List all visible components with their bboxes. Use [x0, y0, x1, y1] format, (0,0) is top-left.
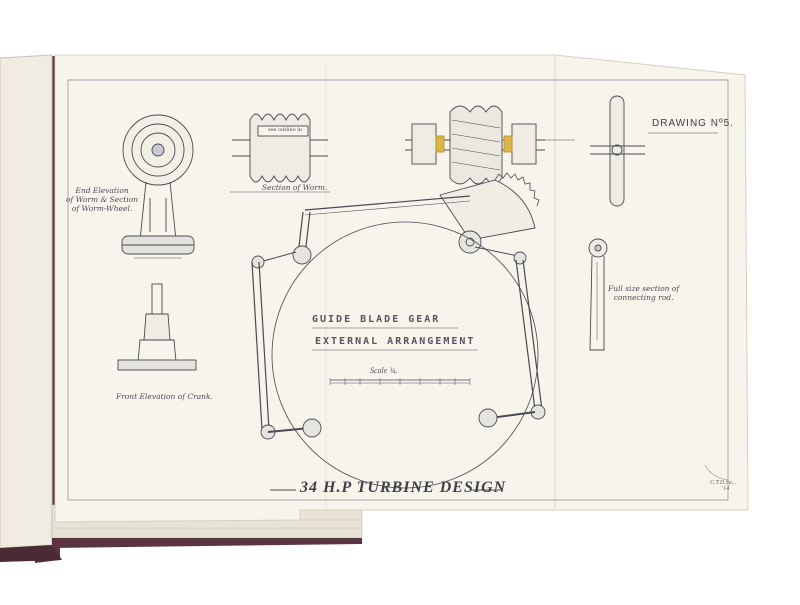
end-elevation-label: End Elevation of Worm & Section of Worm-… — [66, 186, 138, 213]
main-title-line-1: GUIDE BLADE GEAR — [312, 314, 441, 325]
worm-wheel-segment — [439, 172, 540, 254]
signature-line-1: C.T.D.Sa... — [710, 480, 737, 486]
drawing-border — [67, 79, 729, 501]
book-cover-bottom — [52, 538, 362, 548]
end-elevation-drawing — [121, 114, 195, 259]
full-size-section-label: Full size section of connecting rod. — [608, 284, 679, 302]
corner-flourish — [704, 464, 729, 481]
linkage-mechanism — [251, 195, 546, 440]
signature-line-2: '14 — [722, 486, 730, 492]
full-size-section-line-2: connecting rod. — [613, 293, 674, 302]
drawing-sheet — [54, 54, 749, 523]
section-of-worm-label: Section of Worm. — [262, 183, 328, 192]
guide-blade-ring — [271, 221, 539, 489]
left-page — [0, 54, 53, 549]
end-elevation-line-3: of Worm-Wheel. — [71, 204, 133, 213]
scale-bar — [329, 378, 471, 385]
drawing-number: DRAWING Nº5. — [652, 118, 734, 129]
main-title-line-2: EXTERNAL ARRANGEMENT — [315, 336, 476, 347]
crank-top-drawing — [590, 95, 645, 207]
end-elevation-line-1: End Elevation — [75, 186, 129, 195]
section-of-worm-drawing — [230, 113, 330, 193]
design-title: 34 H.P TURBINE DESIGN — [300, 479, 507, 496]
connecting-rod-section-drawing — [588, 238, 608, 351]
book-cover-edge — [0, 545, 62, 562]
front-elevation-crank-drawing — [117, 283, 197, 371]
full-size-section-line-1: Full size section of — [608, 284, 680, 293]
worm-assembly-drawing — [405, 105, 575, 185]
front-elevation-crank-label: Front Elevation of Crank. — [116, 392, 213, 401]
scale-label: Scale ¾. — [370, 366, 398, 375]
end-elevation-line-2: of Worm & Section — [66, 195, 139, 204]
worm-inner-text: see outline in — [268, 127, 303, 133]
signature: C.T.D.Sa... '14 — [710, 480, 736, 492]
